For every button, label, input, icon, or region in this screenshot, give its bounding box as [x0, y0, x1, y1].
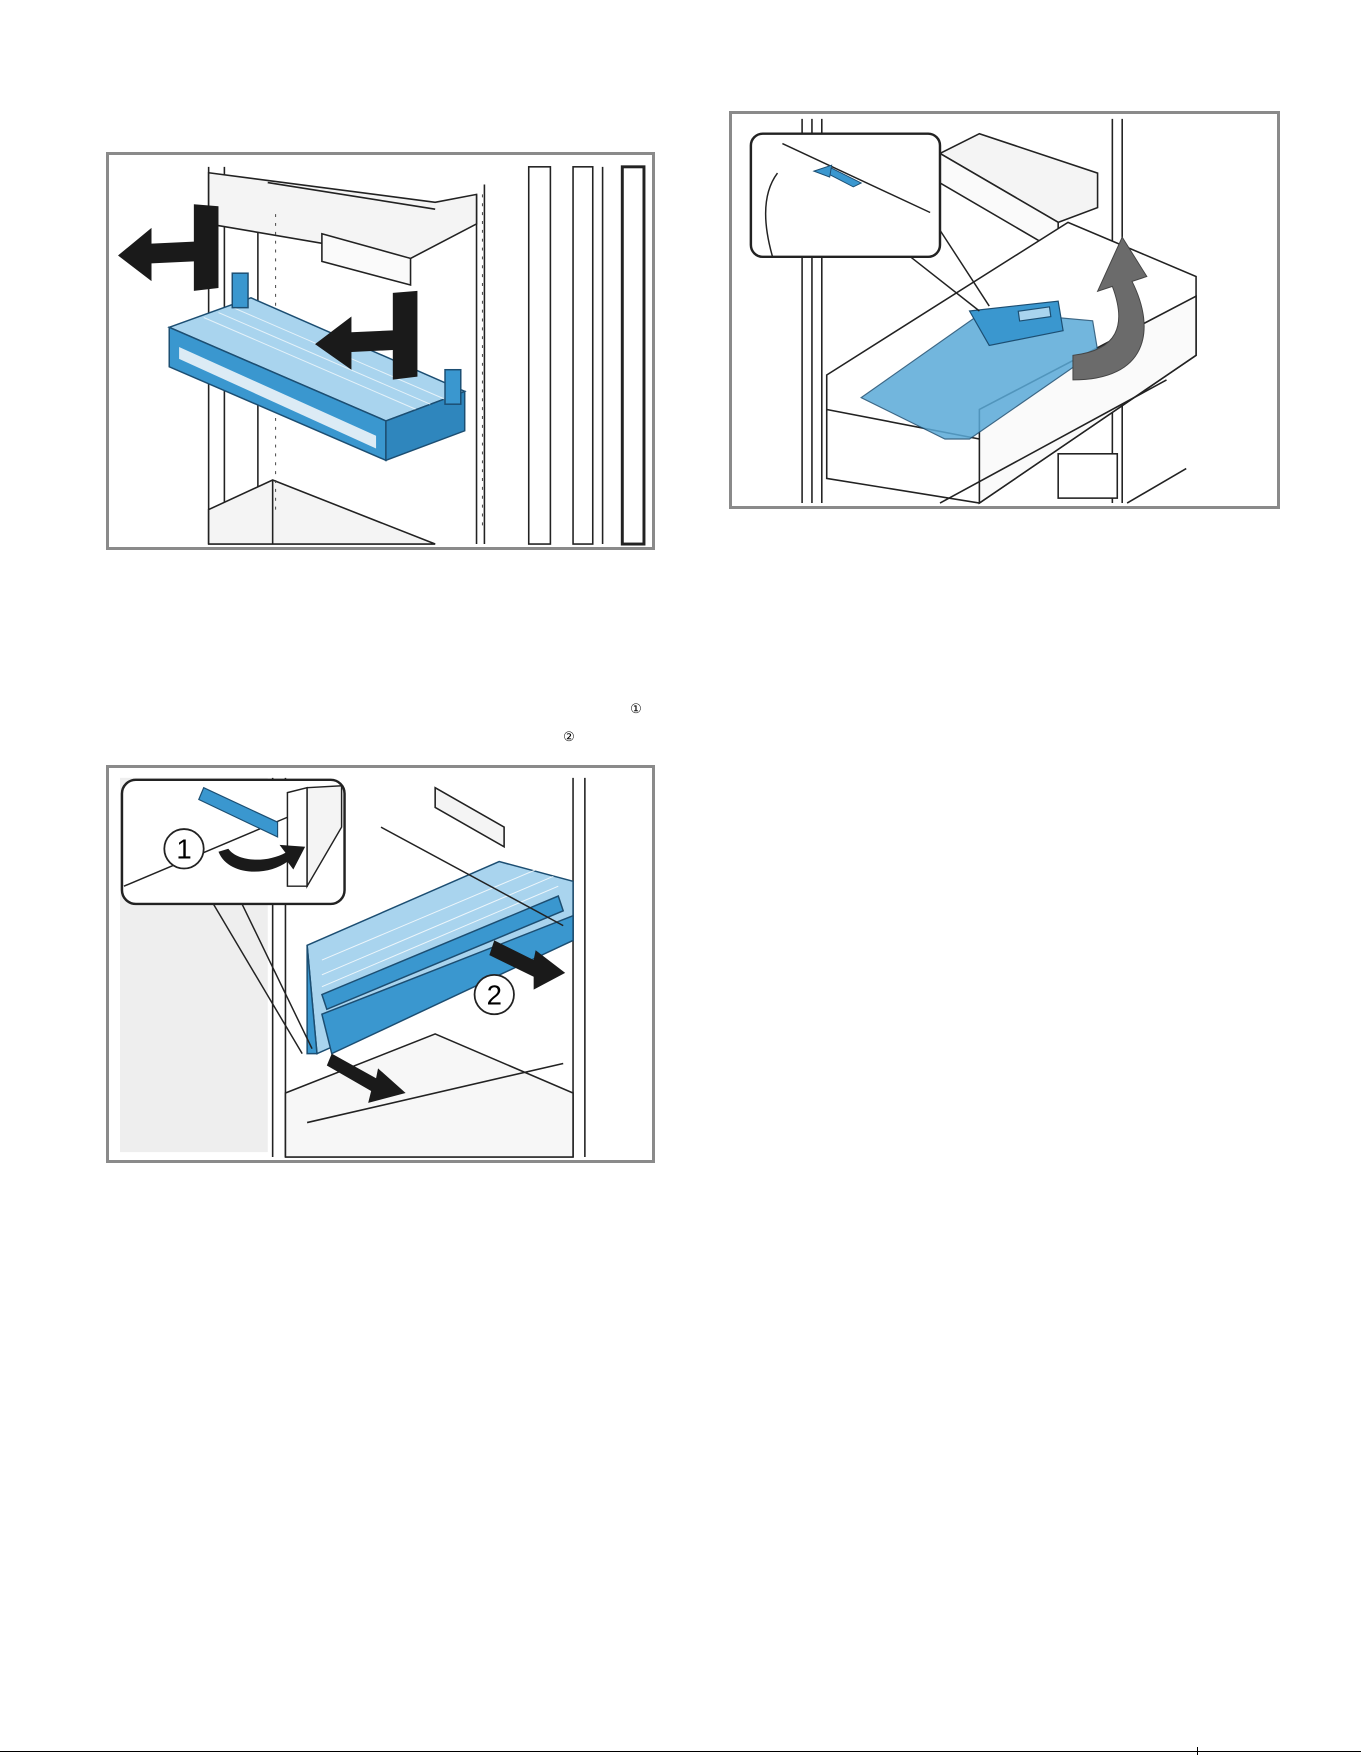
- arrow-icon: [118, 204, 218, 291]
- step-marker-one: ①: [628, 702, 644, 718]
- figure-remove-glass-drawer: 2 1: [106, 765, 655, 1163]
- figure-remove-drawer-lid: [729, 111, 1280, 509]
- footer-rule: [0, 1751, 1361, 1752]
- callout-two-label: 2: [487, 979, 502, 1010]
- footer-divider: [1197, 1747, 1198, 1755]
- glass-drawer-part: [307, 862, 573, 1054]
- callout-one-label: 1: [176, 834, 191, 865]
- door-shelf-illustration: [109, 155, 652, 547]
- step-marker-two: ②: [561, 730, 577, 746]
- glass-drawer-illustration: 2 1: [109, 768, 652, 1160]
- figure-remove-door-shelf: [106, 152, 655, 550]
- drawer-lid-illustration: [732, 114, 1277, 506]
- door-shelf-part: [169, 273, 464, 460]
